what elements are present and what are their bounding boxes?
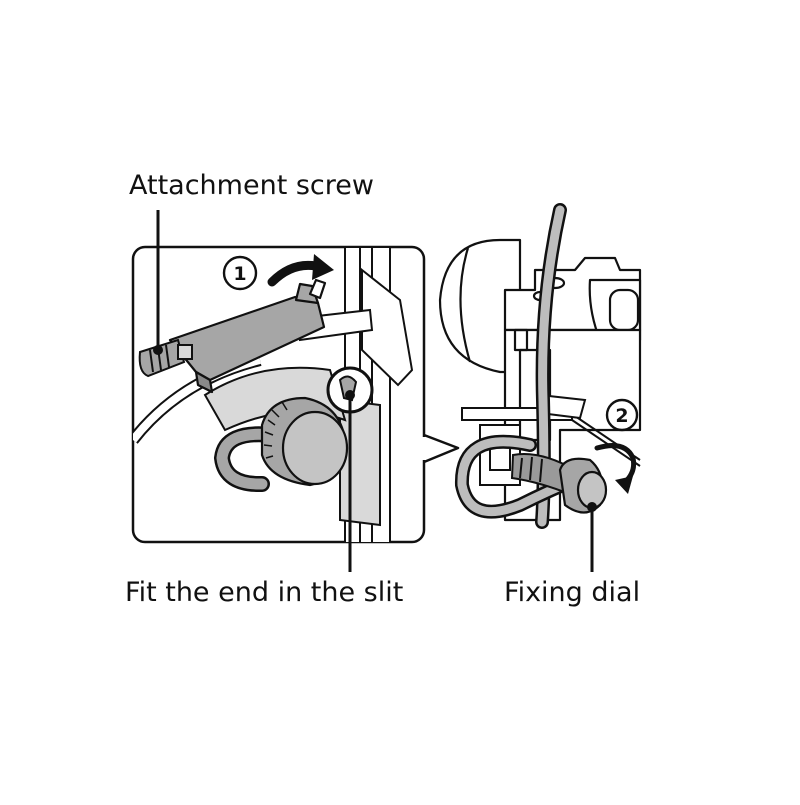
attachment-screw-label: Attachment screw [129,170,374,201]
svg-text:2: 2 [615,405,628,427]
detail-inset: 1 [131,245,460,544]
attachment-screw [138,338,193,378]
fixing-dial-leader-dot [587,502,597,512]
attachment-plate [168,278,327,394]
step2-marker: 2 [605,398,639,432]
fixing-dial-label: Fixing dial [504,577,641,608]
attachment-screw-leader-dot [153,345,163,355]
fit-end-in-slit-label: Fit the end in the slit [125,577,404,608]
step1-marker: 1 [222,255,258,291]
cable [454,203,582,529]
inset-knob [260,396,349,487]
rotate-arrow-icon [594,443,637,494]
slit-leader-dot [345,390,355,400]
curved-arrow-right-icon [267,254,334,287]
svg-text:1: 1 [233,263,246,285]
fixing-dial-knob [558,457,608,514]
